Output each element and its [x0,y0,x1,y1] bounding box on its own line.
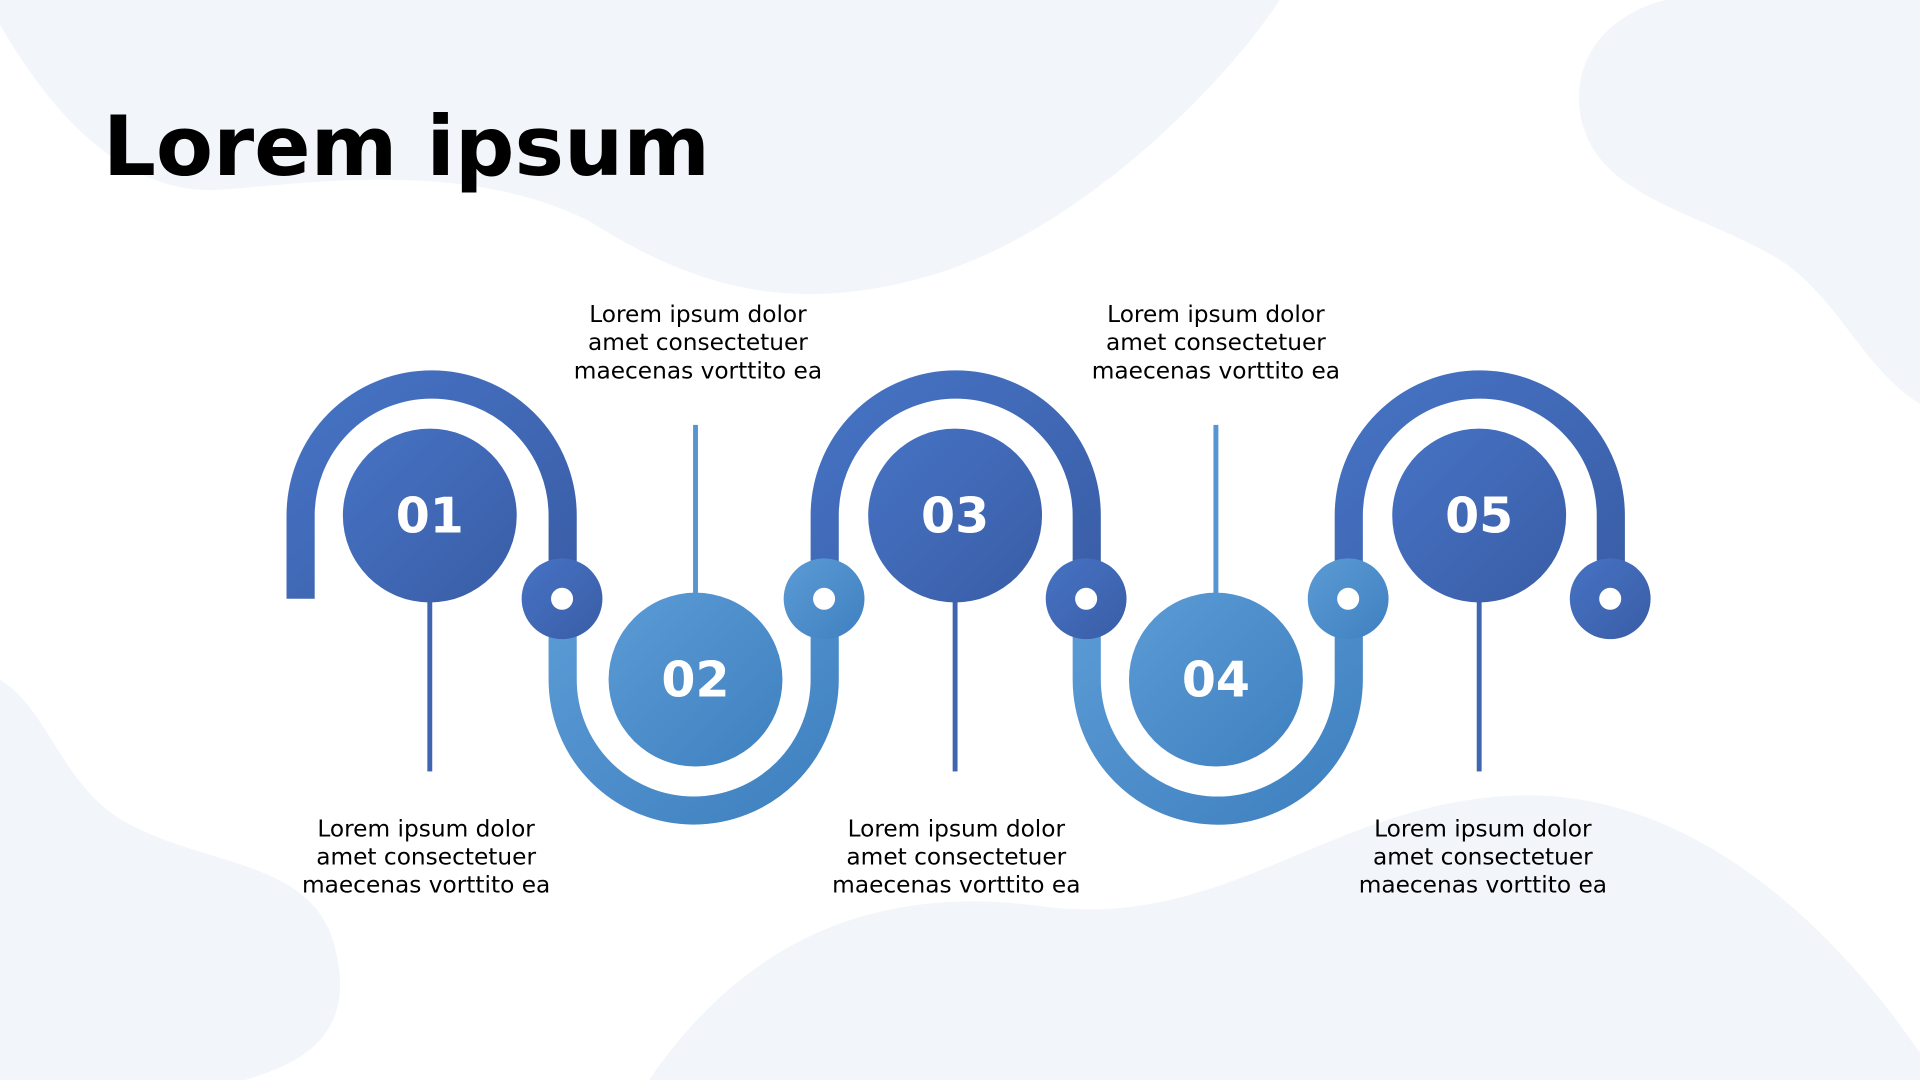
blob-bottom [648,795,1920,1080]
step-number: 05 [1445,488,1513,545]
step-circle [1392,428,1567,603]
step-04-description: Lorem ipsum dolor amet consectetuer maec… [1092,301,1340,384]
description-line: amet consectetuer [316,843,536,870]
blob-left [0,679,341,1080]
step-02: 02 [608,592,783,767]
arc-03 [810,370,1101,599]
step-02-description: Lorem ipsum dolor amet consectetuer maec… [574,301,822,384]
connector-hole [1599,587,1622,610]
description-line: Lorem ipsum dolor [1374,815,1592,842]
description-line: amet consectetuer [1106,329,1326,356]
description-line: Lorem ipsum dolor [848,815,1066,842]
step-number: 01 [396,488,464,545]
step-01: 01 [342,428,517,603]
stem-05 [1476,600,1482,772]
step-number: 02 [661,652,729,709]
blob-right [1579,0,1920,405]
description-line: Lorem ipsum dolor [589,301,807,328]
step-01-description: Lorem ipsum dolor amet consectetuer maec… [302,815,550,898]
step-05: 05 [1392,428,1567,603]
description-line: amet consectetuer [1373,843,1593,870]
step-circle [608,592,783,767]
arc-02 [548,598,839,825]
step-circle [342,428,517,603]
step-05-description: Lorem ipsum dolor amet consectetuer maec… [1359,815,1607,898]
connector-hole [813,587,836,610]
description-line: Lorem ipsum dolor [1107,301,1325,328]
connectors [521,558,1651,640]
description-line: maecenas vorttito ea [574,357,822,384]
stem-02 [693,424,698,597]
description-line: amet consectetuer [846,843,1066,870]
blob-top [0,0,1280,295]
step-circle [868,428,1043,603]
description-line: amet consectetuer [588,329,808,356]
step-04: 04 [1128,592,1303,767]
connector-hole [1337,587,1360,610]
page-title: Lorem ipsum [103,98,710,195]
step-03-description: Lorem ipsum dolor amet consectetuer maec… [832,815,1080,898]
step-number: 04 [1182,652,1250,709]
stems [427,424,1482,772]
stem-04 [1213,424,1219,597]
description-line: maecenas vorttito ea [1092,357,1340,384]
arc-01 [286,370,577,599]
ribbon [286,370,1625,825]
step-circle [1128,592,1303,767]
connector-hole [1075,587,1098,610]
stem-03 [952,600,958,772]
arc-04 [1072,598,1363,825]
description-line: Lorem ipsum dolor [317,815,535,842]
description-line: maecenas vorttito ea [302,872,550,899]
description-line: maecenas vorttito ea [1359,872,1607,899]
arc-05 [1334,370,1625,599]
stem-01 [427,600,433,772]
step-03: 03 [868,428,1043,603]
step-number: 03 [921,488,989,545]
connector-hole [551,587,574,610]
description-line: maecenas vorttito ea [832,872,1080,899]
